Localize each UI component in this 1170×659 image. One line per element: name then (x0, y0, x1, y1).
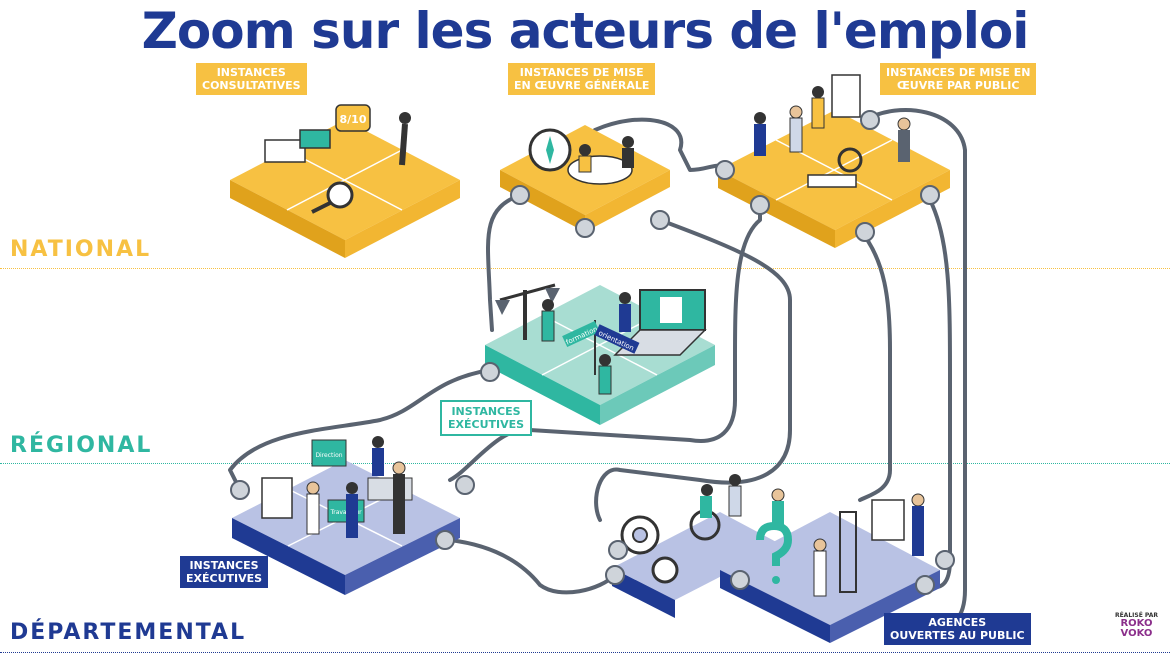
level-label-departemental: DÉPARTEMENTAL (10, 620, 247, 645)
level-label-regional: RÉGIONAL (10, 433, 153, 458)
level-label-national: NATIONAL (10, 237, 152, 262)
credit-brand-line1: ROKO (1120, 618, 1153, 629)
level-divider-regional (0, 463, 1170, 464)
platform-consultatives: 8/10 (230, 104, 460, 258)
platform-mise-generale (500, 125, 670, 232)
puzzle-travailleur: Travailleur (329, 509, 362, 516)
level-divider-departemental (0, 652, 1170, 653)
platform-mise-public (718, 74, 950, 248)
platform-agences (612, 474, 940, 643)
credit-logo: RÉALISÉ PAR ROKO VOKO (1115, 612, 1158, 639)
pipe-connectors (230, 110, 955, 595)
platform-executives-departemental: Direction Travailleur (232, 436, 460, 595)
page-title: Zoom sur les acteurs de l'emploi (141, 2, 1030, 60)
level-divider-national (0, 268, 1170, 269)
platform-executives-regional: formation orientation (485, 283, 715, 425)
credit-prefix: RÉALISÉ PAR (1114, 612, 1158, 619)
score-bubble: 8/10 (340, 113, 367, 126)
credit-brand-line2: VOKO (1120, 628, 1153, 639)
connection-pipes (228, 108, 967, 632)
puzzle-direction: Direction (315, 452, 342, 459)
